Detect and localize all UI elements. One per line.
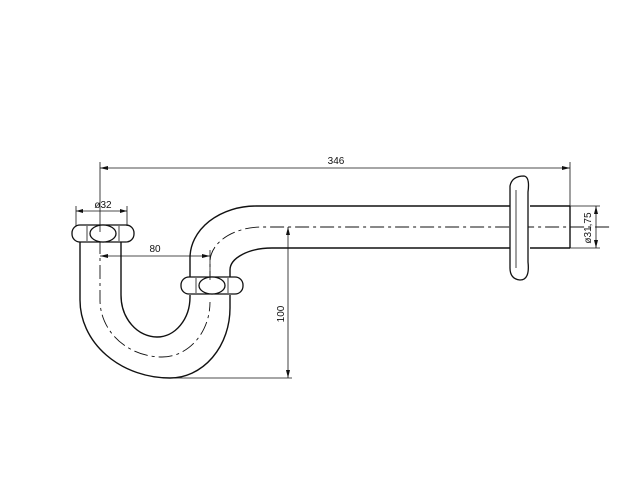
outlet-diameter-label: ø31,75 [583, 212, 594, 244]
inlet-nut [71, 224, 135, 243]
dim-offset: 80 [100, 244, 211, 280]
inlet-diameter-label: ø32 [94, 200, 112, 211]
dim-inlet-diameter: ø32 [75, 200, 128, 226]
tail-pipe [530, 205, 571, 249]
drop-label: 100 [276, 305, 287, 322]
dim-drop: 100 [170, 227, 292, 379]
riser-bend [189, 205, 610, 285]
dim-outlet-diameter: ø31,75 [570, 205, 600, 249]
wall-flange [509, 175, 530, 281]
u-bend [79, 240, 231, 379]
overall-length-label: 346 [328, 156, 345, 167]
middle-nut [180, 276, 244, 295]
dim-overall-length: 346 [99, 156, 571, 232]
offset-label: 80 [149, 244, 161, 255]
